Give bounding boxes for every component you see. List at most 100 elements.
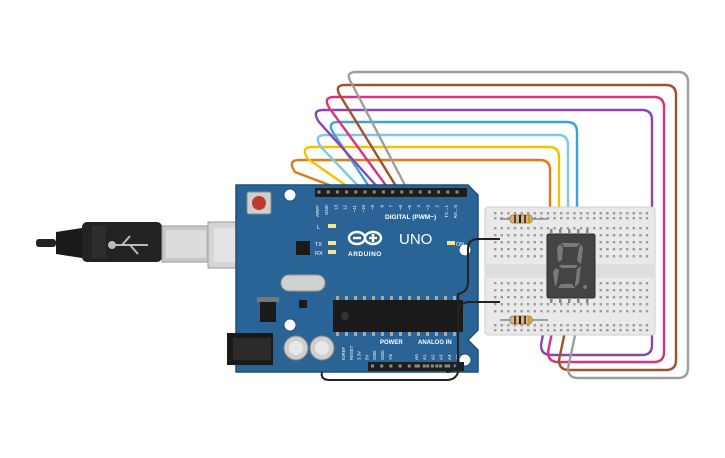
- header-pin[interactable]: [380, 364, 384, 368]
- pin-label: A3: [439, 354, 444, 360]
- analog-label: ANALOG IN: [418, 340, 452, 346]
- usb-cable[interactable]: [36, 221, 271, 269]
- voltage-regulator: [260, 302, 276, 322]
- header-pin[interactable]: [430, 364, 434, 368]
- capacitors: [283, 335, 335, 361]
- header-pin[interactable]: [398, 364, 402, 368]
- header-pin[interactable]: [422, 364, 426, 368]
- header-pin[interactable]: [414, 364, 418, 368]
- pin-label: ~11: [352, 205, 357, 213]
- header-pin[interactable]: [326, 190, 330, 194]
- pin-label: 12: [343, 205, 348, 211]
- header-pin[interactable]: [426, 364, 430, 368]
- on-label: ON: [456, 242, 464, 248]
- header-pin[interactable]: [444, 364, 448, 368]
- wire[interactable]: [303, 145, 561, 232]
- resistor-bottom[interactable]: [500, 315, 548, 325]
- pin-label: A0: [414, 354, 419, 360]
- pin-label: ~5: [407, 205, 412, 211]
- status-leds: L TX RX ON: [315, 224, 464, 257]
- pin-label: 7: [389, 205, 394, 208]
- usb-symbol-icon: [108, 235, 148, 255]
- reset-button[interactable]: [246, 191, 272, 215]
- header-pin[interactable]: [381, 190, 385, 194]
- arduino-logo-icon: [347, 230, 383, 246]
- header-pin[interactable]: [409, 190, 413, 194]
- pin-label: 4: [416, 205, 421, 208]
- header-pin[interactable]: [345, 190, 349, 194]
- power-header: [368, 362, 418, 371]
- led-tx-label: TX: [315, 242, 322, 248]
- header-pin[interactable]: [439, 364, 443, 368]
- display-segments: [553, 243, 587, 289]
- wire[interactable]: [290, 158, 552, 232]
- led-l-label: L: [317, 225, 320, 231]
- pin-label: A1: [422, 354, 427, 360]
- header-pin[interactable]: [391, 190, 395, 194]
- pin-label: AREF: [315, 205, 320, 217]
- header-pin[interactable]: [435, 364, 439, 368]
- header-pin[interactable]: [418, 190, 422, 194]
- pin-label: RESET: [349, 345, 354, 360]
- pin-label: 3.3V: [357, 351, 362, 360]
- header-pin[interactable]: [400, 190, 404, 194]
- header-pin[interactable]: [354, 190, 358, 194]
- pin-label: GND: [372, 350, 377, 360]
- wire[interactable]: [316, 133, 570, 232]
- on-led: [447, 241, 455, 245]
- header-pin[interactable]: [417, 364, 420, 368]
- power-jack[interactable]: [227, 333, 273, 365]
- header-pin[interactable]: [407, 364, 411, 368]
- pin-label: GND: [324, 204, 329, 215]
- pin-label: ~9: [370, 205, 375, 211]
- crystal: [280, 274, 326, 292]
- header-pin[interactable]: [363, 190, 367, 194]
- header-pin[interactable]: [447, 364, 451, 368]
- header-pin[interactable]: [372, 190, 376, 194]
- uno-label: UNO: [399, 231, 432, 248]
- pin-label: GND: [380, 350, 385, 360]
- header-pin[interactable]: [317, 190, 321, 194]
- usb-chip: [296, 241, 310, 255]
- pin-label: ~6: [398, 205, 403, 211]
- header-pin[interactable]: [455, 190, 459, 194]
- pin-label: A2: [430, 354, 435, 360]
- pin-label: RX←0: [453, 205, 458, 219]
- pin-label: A4: [447, 354, 452, 360]
- seven-segment-display[interactable]: [546, 229, 596, 303]
- pin-label: IOREF: [341, 346, 346, 360]
- mounting-hole: [283, 188, 297, 202]
- header-pin[interactable]: [335, 190, 339, 194]
- led-rx-label: RX: [315, 251, 323, 257]
- pin-label: Vin: [388, 353, 393, 360]
- digital-label: DIGITAL (PWM~): [385, 214, 436, 221]
- pin-label: 8: [379, 205, 384, 208]
- digital-header: [315, 188, 467, 197]
- header-pin[interactable]: [446, 190, 450, 194]
- arduino-logo-text: ARDUINO: [348, 251, 382, 258]
- power-label: POWER: [380, 340, 403, 346]
- digital-pin-row: [317, 190, 459, 194]
- pin-label: 2: [435, 205, 440, 208]
- header-pin[interactable]: [371, 364, 374, 368]
- header-pin[interactable]: [453, 364, 457, 368]
- pin-label: TX→1: [444, 205, 449, 218]
- pin-label: ~10: [361, 205, 366, 213]
- wire[interactable]: [336, 83, 678, 372]
- resistor-top[interactable]: [500, 214, 548, 224]
- pin-label: 13: [333, 205, 338, 211]
- wire[interactable]: [325, 95, 666, 364]
- mounting-hole: [283, 318, 297, 332]
- header-pin[interactable]: [389, 364, 393, 368]
- pin-label: 5V: [364, 355, 369, 360]
- wire[interactable]: [347, 70, 690, 380]
- header-pin[interactable]: [427, 190, 431, 194]
- header-pin[interactable]: [437, 190, 441, 194]
- ground-wires: [320, 238, 500, 381]
- wire[interactable]: [329, 120, 579, 232]
